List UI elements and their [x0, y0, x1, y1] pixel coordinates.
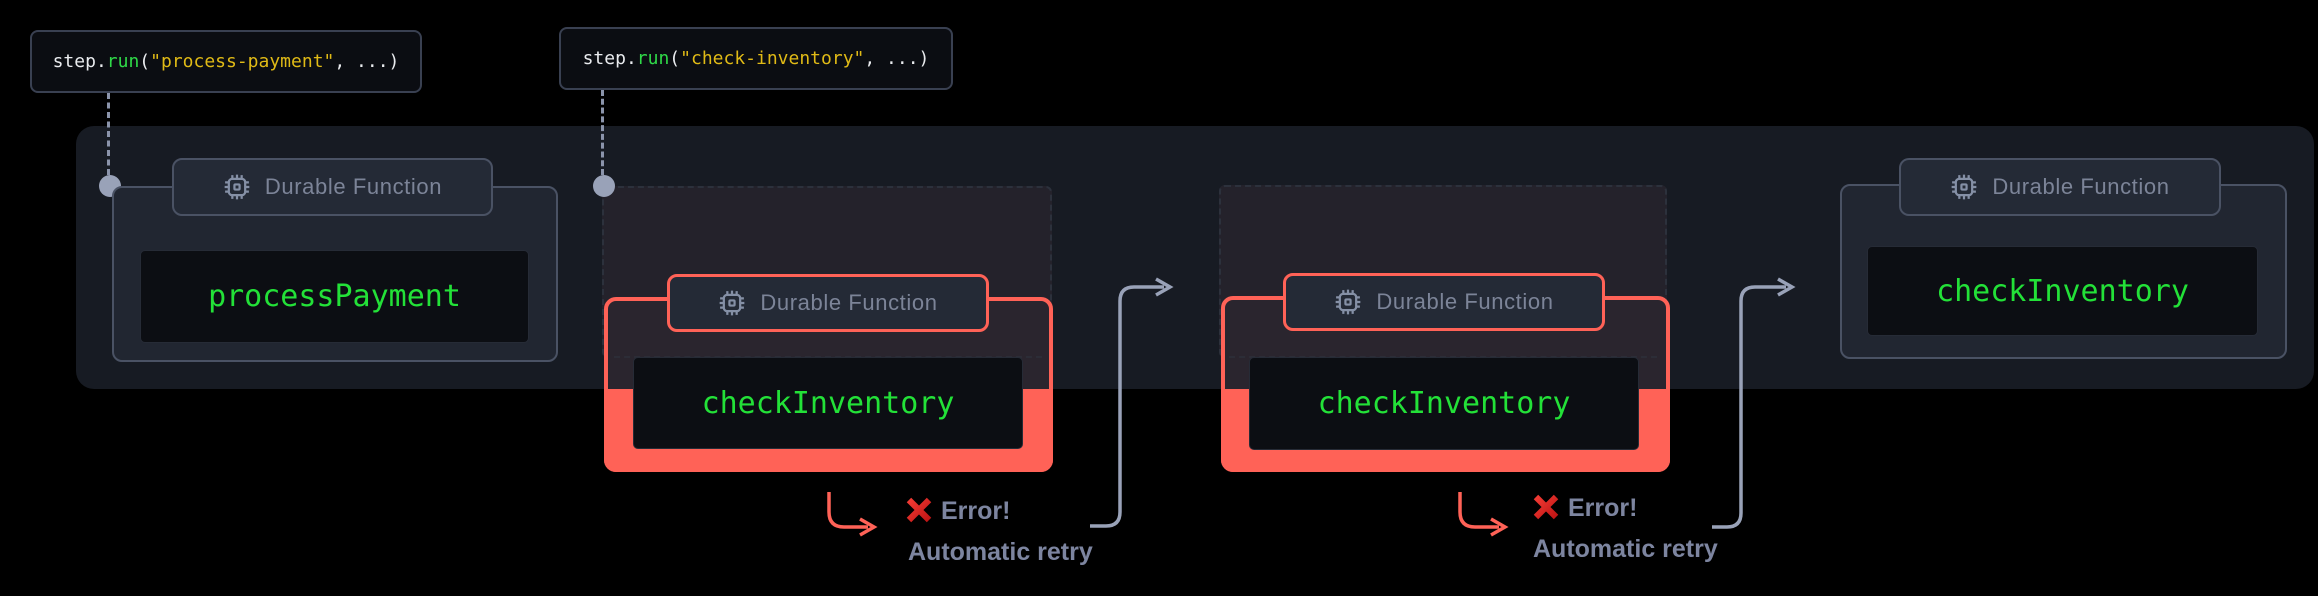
code-label-process-payment: step.run("process-payment", ...)	[30, 30, 422, 93]
code-token-function: run	[636, 48, 670, 69]
durable-function-badge-4: Durable Function	[1899, 158, 2221, 216]
error-arrow-1	[827, 492, 878, 537]
error-label-2: Error!	[1568, 494, 1638, 522]
badge-label: Durable Function	[264, 174, 443, 199]
function-name: checkInventory	[1317, 386, 1571, 421]
chip-icon	[1950, 173, 1978, 201]
badge-label: Durable Function	[760, 290, 938, 315]
error-label-1: Error!	[941, 497, 1011, 525]
code-token-object: step.	[52, 51, 107, 72]
durable-function-badge-1: Durable Function	[172, 158, 493, 216]
retry-label-1: Automatic retry	[908, 538, 1093, 566]
code-label-check-inventory: step.run("check-inventory", ...)	[559, 27, 953, 90]
function-name-box-1: processPayment	[140, 250, 529, 343]
code-token-string-arg: "process-payment"	[150, 51, 335, 72]
code-token-rest: , ...)	[864, 48, 930, 69]
function-name: checkInventory	[1936, 273, 2189, 309]
code-token-paren: (	[669, 48, 681, 69]
error-x-icon	[1532, 493, 1560, 521]
error-arrow-2	[1458, 492, 1509, 537]
badge-label: Durable Function	[1376, 289, 1554, 314]
badge-label: Durable Function	[1992, 174, 2170, 199]
error-x-icon	[905, 496, 933, 524]
code-token-rest: , ...)	[334, 51, 400, 72]
function-name: processPayment	[208, 279, 461, 314]
function-name: checkInventory	[701, 385, 955, 421]
code-token-paren: (	[139, 51, 151, 72]
chip-icon	[1334, 288, 1362, 316]
chip-icon	[718, 289, 746, 317]
function-name-box-2: checkInventory	[633, 357, 1023, 449]
step-anchor-dot-2	[593, 175, 615, 197]
code-token-function: run	[106, 51, 140, 72]
durable-function-badge-2: Durable Function	[667, 274, 989, 332]
function-name-box-4: checkInventory	[1867, 246, 2258, 336]
durable-function-badge-3: Durable Function	[1283, 273, 1605, 331]
step-connector-line-2	[601, 90, 604, 175]
retry-label-2: Automatic retry	[1533, 535, 1718, 563]
code-token-object: step.	[582, 48, 637, 69]
function-name-box-3: checkInventory	[1249, 357, 1639, 450]
code-token-string-arg: "check-inventory"	[680, 48, 865, 69]
step-connector-line-1	[107, 93, 110, 175]
chip-icon	[223, 173, 251, 201]
